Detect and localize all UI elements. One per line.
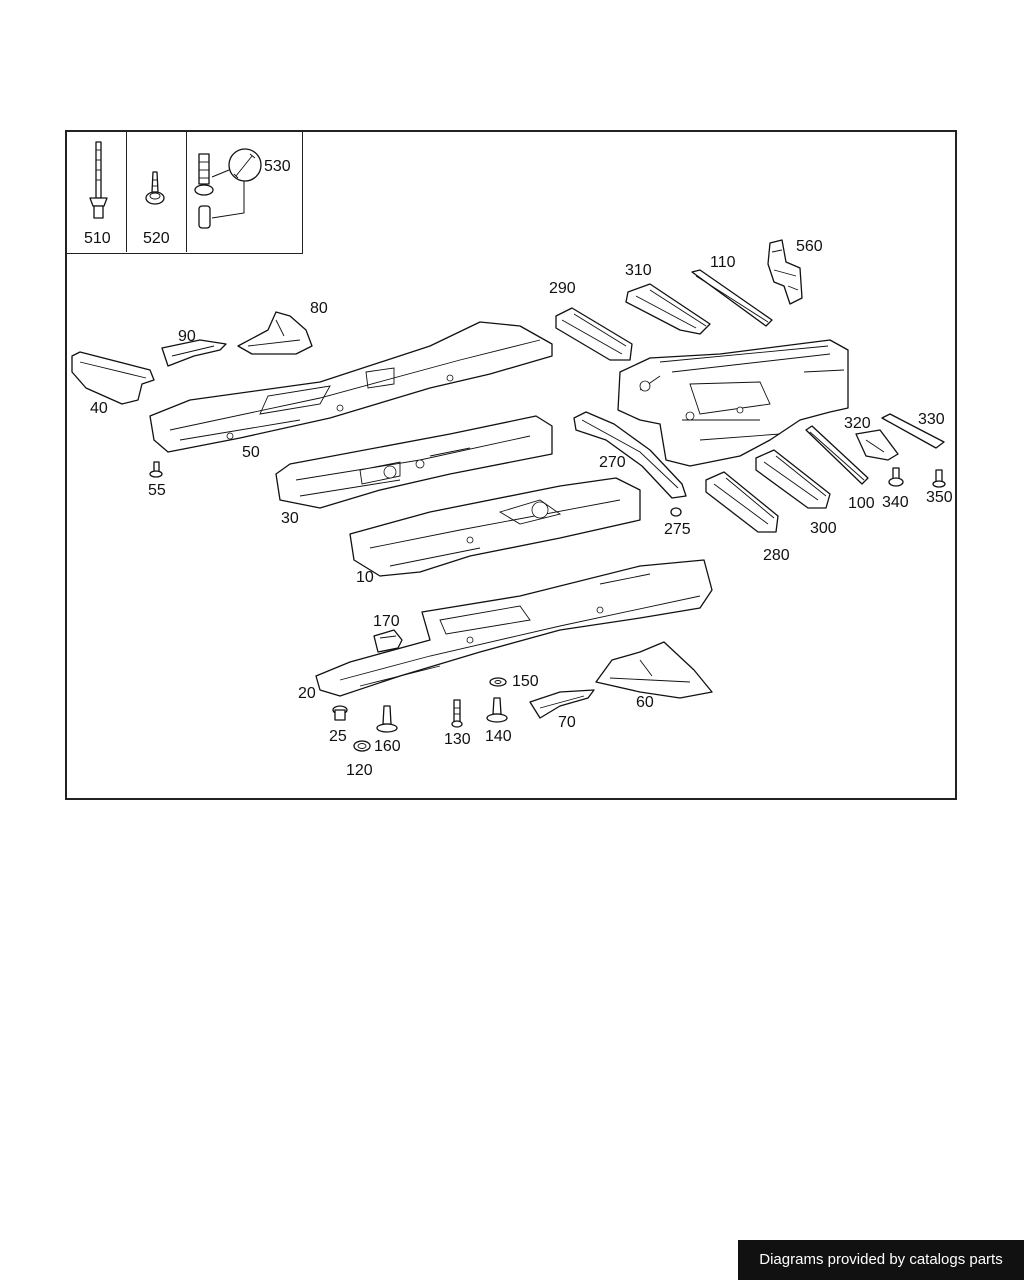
label-55: 55 — [148, 482, 166, 499]
label-160: 160 — [374, 738, 401, 755]
label-100: 100 — [848, 495, 875, 512]
label-350: 350 — [926, 489, 953, 506]
part-170-clip[interactable] — [373, 629, 403, 653]
label-70: 70 — [558, 714, 576, 731]
part-290-member[interactable] — [555, 307, 633, 361]
part-rear-floor-section[interactable] — [617, 339, 849, 467]
label-280: 280 — [763, 547, 790, 564]
part-510-rivet[interactable] — [89, 141, 108, 219]
part-270-crossmember[interactable] — [573, 411, 687, 499]
part-160-screw[interactable] — [376, 705, 398, 733]
part-520-screw[interactable] — [145, 171, 165, 205]
part-275-nut[interactable] — [670, 507, 682, 517]
footer-credit: Diagrams provided by catalogs parts — [738, 1240, 1024, 1280]
inset-cell-510 — [67, 132, 127, 252]
part-330-strip[interactable] — [881, 413, 945, 449]
label-520: 520 — [143, 230, 170, 247]
label-30: 30 — [281, 510, 299, 527]
part-340-screw[interactable] — [888, 467, 904, 487]
label-300: 300 — [810, 520, 837, 537]
label-60: 60 — [636, 694, 654, 711]
diagram-frame — [65, 130, 957, 800]
label-275: 275 — [664, 521, 691, 538]
part-110-rail[interactable] — [691, 269, 773, 327]
inset-cell-520 — [127, 132, 187, 252]
part-20-underbody-panel[interactable] — [315, 559, 713, 697]
label-140: 140 — [485, 728, 512, 745]
label-510: 510 — [84, 230, 111, 247]
label-10: 10 — [356, 569, 374, 586]
label-120: 120 — [346, 762, 373, 779]
label-50: 50 — [242, 444, 260, 461]
label-530: 530 — [264, 158, 291, 175]
label-80: 80 — [310, 300, 328, 317]
label-90: 90 — [178, 328, 196, 345]
part-60-bracket[interactable] — [595, 641, 713, 699]
part-530-stud-set[interactable] — [194, 148, 262, 229]
part-90-bracket[interactable] — [161, 339, 227, 367]
part-40-panel[interactable] — [71, 351, 155, 405]
label-330: 330 — [918, 411, 945, 428]
label-150: 150 — [512, 673, 539, 690]
part-560-bracket[interactable] — [767, 239, 803, 305]
part-25-nut[interactable] — [332, 705, 348, 721]
part-55-screw[interactable] — [149, 461, 163, 478]
part-140-screw[interactable] — [486, 697, 508, 723]
label-20: 20 — [298, 685, 316, 702]
label-270: 270 — [599, 454, 626, 471]
label-170: 170 — [373, 613, 400, 630]
part-300-member[interactable] — [755, 449, 831, 509]
fastener-inset — [67, 132, 303, 254]
label-560: 560 — [796, 238, 823, 255]
part-30-floor-panel[interactable] — [275, 415, 553, 509]
part-10-floor-panel[interactable] — [349, 477, 641, 577]
part-50-underbody-panel[interactable] — [149, 321, 553, 453]
part-350-screw[interactable] — [932, 469, 946, 488]
label-40: 40 — [90, 400, 108, 417]
part-120-nut[interactable] — [353, 740, 371, 752]
part-80-bracket[interactable] — [237, 311, 313, 355]
part-320-plate[interactable] — [855, 429, 899, 461]
part-280-member[interactable] — [705, 471, 779, 533]
part-100-rail[interactable] — [805, 425, 869, 485]
label-130: 130 — [444, 731, 471, 748]
label-110: 110 — [710, 254, 736, 271]
label-340: 340 — [882, 494, 909, 511]
part-70-bracket[interactable] — [529, 689, 595, 719]
label-310: 310 — [625, 262, 652, 279]
part-150-washer[interactable] — [489, 677, 507, 687]
label-320: 320 — [844, 415, 871, 432]
label-290: 290 — [549, 280, 576, 297]
part-130-screw[interactable] — [451, 699, 463, 728]
part-310-member[interactable] — [625, 283, 711, 335]
label-25: 25 — [329, 728, 347, 745]
